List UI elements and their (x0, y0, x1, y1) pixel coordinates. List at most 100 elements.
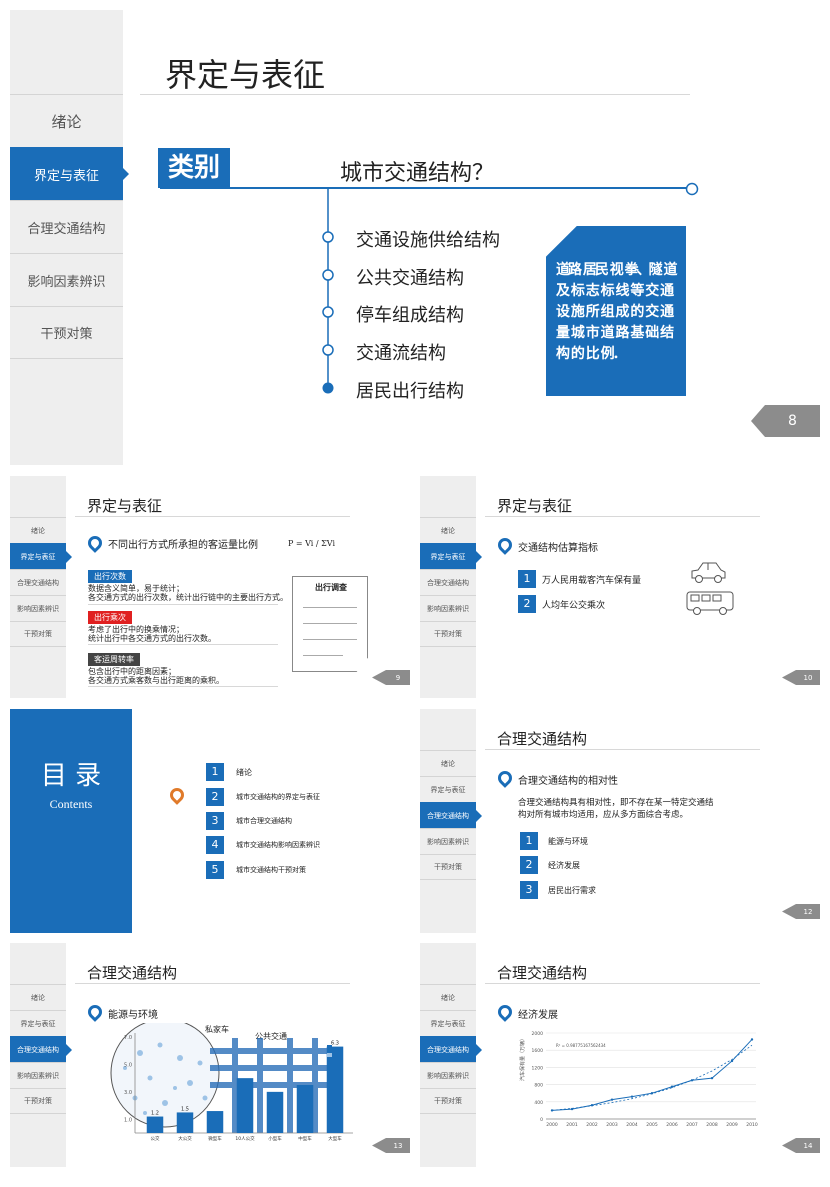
sidebar-label: 影响因素辨识 (17, 604, 59, 613)
sidebar-label: 绪论 (51, 112, 82, 131)
page-title: 合理交通结构 (497, 730, 588, 748)
tree-item: 公共交通结构 (356, 268, 464, 289)
sidebar-label: 绪论 (441, 759, 455, 768)
x-tick-label: 2006 (666, 1122, 678, 1128)
body-text: 合理交通结构具有相对性，即不存在某一特定交通结 (518, 798, 714, 808)
formula: P = Vi / ΣVi (288, 539, 335, 548)
number-badge: 1 (520, 832, 538, 850)
sidebar-item-definition[interactable]: 界定与表征 (420, 543, 482, 569)
sidebar-item-measures[interactable]: 干预对策 (420, 621, 476, 647)
page-number: 14 (796, 1138, 820, 1153)
x-tick-label: 10人公交 (235, 1135, 255, 1142)
page-number-label: 13 (393, 1141, 403, 1150)
sidebar-item-structure[interactable]: 合理交通结构 (10, 200, 123, 253)
block-text: 各交通方式乘客数与出行距离的乘积。 (88, 676, 224, 685)
sidebar-item-measures[interactable]: 干预对策 (10, 621, 66, 647)
sidebar-item-factors[interactable]: 影响因素辨识 (10, 1062, 66, 1088)
y-tick-label: 3.0 (124, 1090, 132, 1096)
sidebar-item-structure[interactable]: 合理交通结构 (420, 1036, 482, 1062)
bar (296, 1085, 314, 1133)
sidebar-item-definition[interactable]: 界定与表征 (10, 543, 72, 569)
sidebar-item-intro[interactable]: 绪论 (10, 517, 66, 543)
sidebar-item-definition[interactable]: 界定与表征 (10, 147, 129, 200)
page-title: 界定与表征 (87, 497, 163, 515)
sidebar-item-definition[interactable]: 界定与表征 (420, 776, 476, 802)
section-heading: 交通结构估算指标 (518, 543, 598, 554)
x-tick-label: 大型车 (328, 1135, 342, 1142)
sidebar-item-measures[interactable]: 干预对策 (10, 306, 123, 359)
page-title: 合理交通结构 (497, 964, 588, 982)
trend-line (551, 1044, 753, 1111)
data-label: 1.2 (151, 1111, 159, 1117)
sidebar-label: 合理交通结构 (427, 1045, 469, 1054)
x-tick-label: 中型车 (298, 1135, 312, 1142)
sidebar-item-structure[interactable]: 合理交通结构 (10, 569, 66, 595)
number-badge: 4 (206, 836, 224, 854)
sidebar-item-measures[interactable]: 干预对策 (420, 1088, 476, 1114)
x-tick-label: 2000 (546, 1122, 558, 1128)
sidebar-item-definition[interactable]: 界定与表征 (420, 1010, 476, 1036)
data-point (690, 1079, 694, 1082)
title-divider (75, 516, 350, 517)
sidebar-item-factors[interactable]: 影响因素辨识 (420, 1062, 476, 1088)
x-tick-label: 小型车 (268, 1135, 282, 1142)
sidebar: 绪论 界定与表征 合理交通结构 影响因素辨识 干预对策 (10, 10, 129, 465)
data-point (750, 1038, 754, 1041)
x-tick-label: 微型车 (208, 1135, 222, 1142)
title-divider (75, 983, 350, 984)
sidebar-item-factors[interactable]: 影响因素辨识 (10, 253, 123, 306)
page-title: 合理交通结构 (87, 964, 178, 982)
x-tick-label: 2003 (606, 1122, 618, 1128)
sidebar-label: 界定与表征 (33, 168, 99, 184)
sidebar-label: 合理交通结构 (27, 221, 106, 237)
bar (326, 1046, 344, 1133)
sidebar-item-intro[interactable]: 绪论 (420, 750, 476, 776)
sidebar-item-measures[interactable]: 干预对策 (10, 1088, 66, 1114)
x-tick-label: 2001 (566, 1122, 578, 1128)
sidebar-item-factors[interactable]: 影响因素辨识 (420, 828, 476, 854)
sidebar-label: 干预对策 (434, 863, 462, 871)
sidebar-item-intro[interactable]: 绪论 (420, 517, 476, 543)
x-tick-label: 公交 (151, 1135, 160, 1142)
location-pin-icon (495, 535, 515, 555)
sidebar-item-measures[interactable]: 干预对策 (420, 854, 476, 880)
slide-14: 绪论 界定与表征 合理交通结构 影响因素辨识 干预对策 合理交通结构 经济发展 … (420, 943, 820, 1167)
sidebar-label: 界定与表征 (430, 552, 466, 561)
block-text: 数据含义简单，易于统计； (88, 584, 184, 593)
page-title: 界定与表征 (497, 497, 573, 515)
indicator-item: 人均年公交乘次 (542, 601, 606, 611)
x-tick-label: 2009 (726, 1122, 738, 1128)
sidebar-item-intro[interactable]: 绪论 (10, 984, 66, 1010)
sidebar: 绪论 界定与表征 合理交通结构 影响因素辨识 干预对策 (420, 476, 482, 698)
bar (266, 1091, 284, 1133)
sidebar-item-factors[interactable]: 影响因素辨识 (420, 595, 476, 621)
page-number-label: 12 (803, 907, 813, 916)
factor-item: 能源与环境 (548, 837, 588, 846)
sidebar-item-intro[interactable]: 绪论 (10, 94, 123, 147)
tree-item: 交通流结构 (356, 343, 446, 364)
sidebar-label: 干预对策 (434, 630, 462, 638)
sidebar-item-intro[interactable]: 绪论 (420, 984, 476, 1010)
data-point (630, 1095, 634, 1098)
page-number-label: 10 (803, 673, 813, 682)
category-tag: 类别 (158, 148, 230, 188)
block-text: 包含出行中的距离因素； (88, 667, 176, 676)
sidebar-label: 界定与表征 (430, 785, 466, 794)
toc-item: 城市交通结构干预对策 (236, 866, 306, 874)
sidebar-item-structure[interactable]: 合理交通结构 (420, 569, 476, 595)
sidebar-item-definition[interactable]: 界定与表征 (10, 1010, 66, 1036)
number-badge: 5 (206, 861, 224, 879)
sidebar-item-factors[interactable]: 影响因素辨识 (10, 595, 66, 621)
sidebar-label: 绪论 (441, 526, 455, 535)
block-text: 考虑了出行中的换乘情况； (88, 625, 184, 634)
sidebar: 绪论 界定与表征 合理交通结构 影响因素辨识 干预对策 (10, 943, 72, 1167)
page-number-label: 14 (803, 1141, 813, 1150)
number-badge: 2 (518, 595, 536, 613)
location-pin-icon (85, 1002, 105, 1022)
page-number: 9 (386, 670, 410, 685)
sidebar-item-structure[interactable]: 合理交通结构 (420, 802, 482, 828)
sidebar-item-structure[interactable]: 合理交通结构 (10, 1036, 72, 1062)
sidebar-label: 影响因素辨识 (27, 274, 106, 290)
